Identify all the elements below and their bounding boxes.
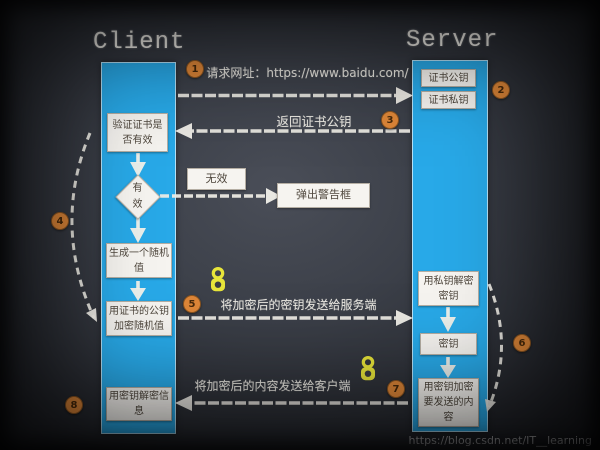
client-decrypt-info-box: 用密钥解密信息 (106, 387, 172, 421)
step-badge-8: 8 (65, 396, 83, 414)
lock-icon (210, 266, 226, 292)
server-decrypt-key-box: 用私钥解密密钥 (418, 271, 479, 306)
server-lifeline-bar (412, 60, 488, 432)
watermark-url: https://blog.csdn.net/IT__learning (408, 434, 592, 447)
client-title: Client (93, 29, 186, 56)
generate-random-box: 生成一个随机值 (106, 243, 172, 278)
alert-popup-box: 弹出警告框 (277, 183, 370, 208)
client-verify-cert-box: 验证证书是否有效 (107, 113, 168, 152)
key-box: 密钥 (420, 333, 477, 355)
step-badge-7: 7 (387, 380, 405, 398)
cert-public-key-box: 证书公钥 (421, 69, 476, 87)
step-badge-5: 5 (183, 295, 201, 313)
server-encrypt-content-box: 用密钥加密要发送的内容 (418, 378, 479, 427)
step-badge-4: 4 (51, 212, 69, 230)
valid-decision-label: 有效 (132, 183, 143, 210)
step-badge-1: 1 (186, 60, 204, 78)
step-badge-6: 6 (513, 334, 531, 352)
step3-message-label: 返回证书公钥 (276, 114, 352, 129)
step-badge-3: 3 (381, 111, 399, 129)
step5-message-label: 将加密后的密钥发送给服务端 (220, 298, 377, 312)
lock-icon (360, 355, 376, 381)
server-title: Server (406, 27, 499, 54)
step-badge-2: 2 (492, 81, 510, 99)
step1-message-label: 请求网址：https://www.baidu.com/ (206, 66, 409, 80)
cert-private-key-box: 证书私钥 (421, 91, 476, 109)
invalid-label-box: 无效 (187, 168, 246, 190)
encrypt-random-box: 用证书的公钥加密随机值 (106, 301, 172, 336)
step7-message-label: 将加密后的内容发送给客户端 (194, 379, 351, 393)
